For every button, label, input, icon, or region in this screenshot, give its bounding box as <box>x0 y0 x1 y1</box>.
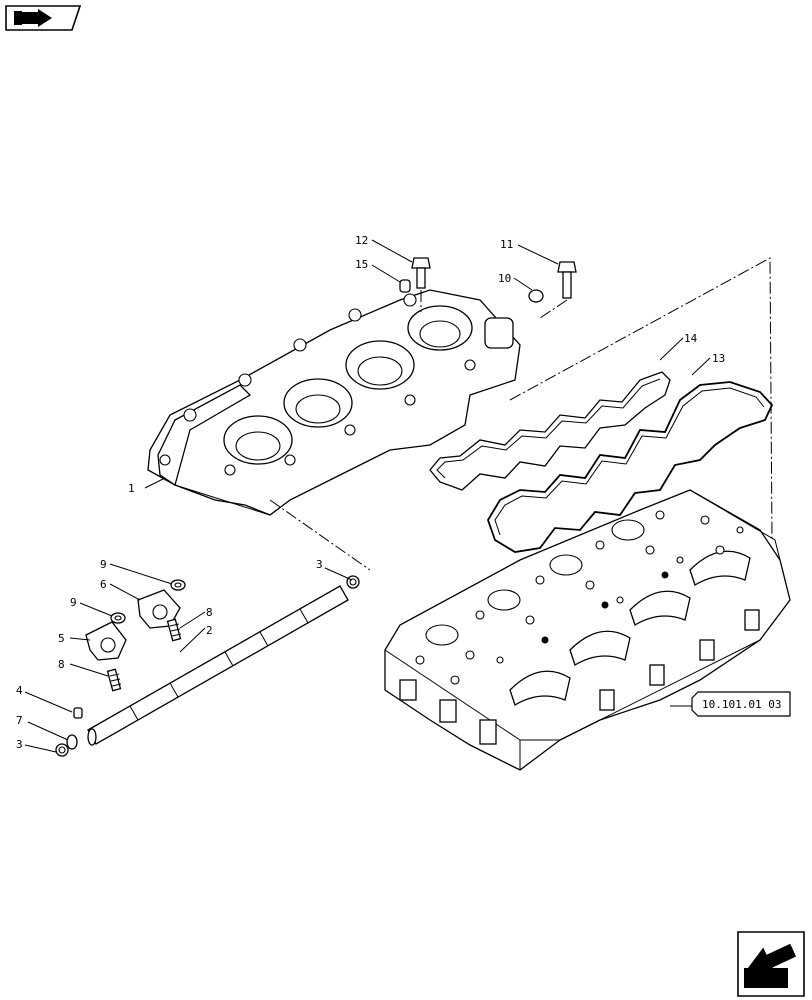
reference-box[interactable]: 10.101.01 03 <box>691 691 791 717</box>
callout-13: 13 <box>712 352 725 365</box>
back-arrow-icon[interactable] <box>5 5 82 31</box>
plug-15 <box>399 279 411 293</box>
assembly-lines <box>269 257 773 571</box>
callout-11: 11 <box>500 238 513 251</box>
washer-3a <box>55 743 69 757</box>
bolt-12 <box>411 257 431 289</box>
nut-9b <box>110 612 126 624</box>
callout-4: 4 <box>16 684 23 697</box>
rocker-carrier-housing <box>147 289 521 516</box>
reference-label: 10.101.01 03 <box>702 698 781 711</box>
callout-12: 12 <box>355 234 368 247</box>
rocker-arm-5 <box>85 621 127 661</box>
gasket-outer <box>487 381 774 553</box>
callout-10: 10 <box>498 272 511 285</box>
rocker-shaft <box>87 585 349 746</box>
callout-3-shaft-end: 3 <box>316 558 323 571</box>
callout-6: 6 <box>100 578 107 591</box>
spring-7 <box>66 734 78 750</box>
callout-8-upper: 8 <box>206 606 213 619</box>
callout-7: 7 <box>16 714 23 727</box>
adjuster-screw-8b <box>166 618 182 642</box>
callout-2: 2 <box>206 624 213 637</box>
washer-3b <box>346 575 360 589</box>
callout-15: 15 <box>355 258 368 271</box>
leader-lines <box>24 239 711 753</box>
callout-1: 1 <box>128 482 135 495</box>
next-page-arrow-icon[interactable] <box>737 931 805 997</box>
adjuster-screw-8a <box>106 668 122 692</box>
plug-10 <box>528 289 544 303</box>
nut-9a <box>170 579 186 591</box>
callout-14: 14 <box>684 332 698 345</box>
gasket-inner <box>429 371 671 491</box>
bolt-11 <box>557 261 577 299</box>
cylinder-head <box>384 489 791 771</box>
callout-5: 5 <box>58 632 65 645</box>
callout-8-lower: 8 <box>58 658 65 671</box>
callout-9-upper: 9 <box>100 558 107 571</box>
plug-4 <box>73 707 83 719</box>
callout-9-lower: 9 <box>70 596 77 609</box>
callout-3-washer: 3 <box>16 738 23 751</box>
